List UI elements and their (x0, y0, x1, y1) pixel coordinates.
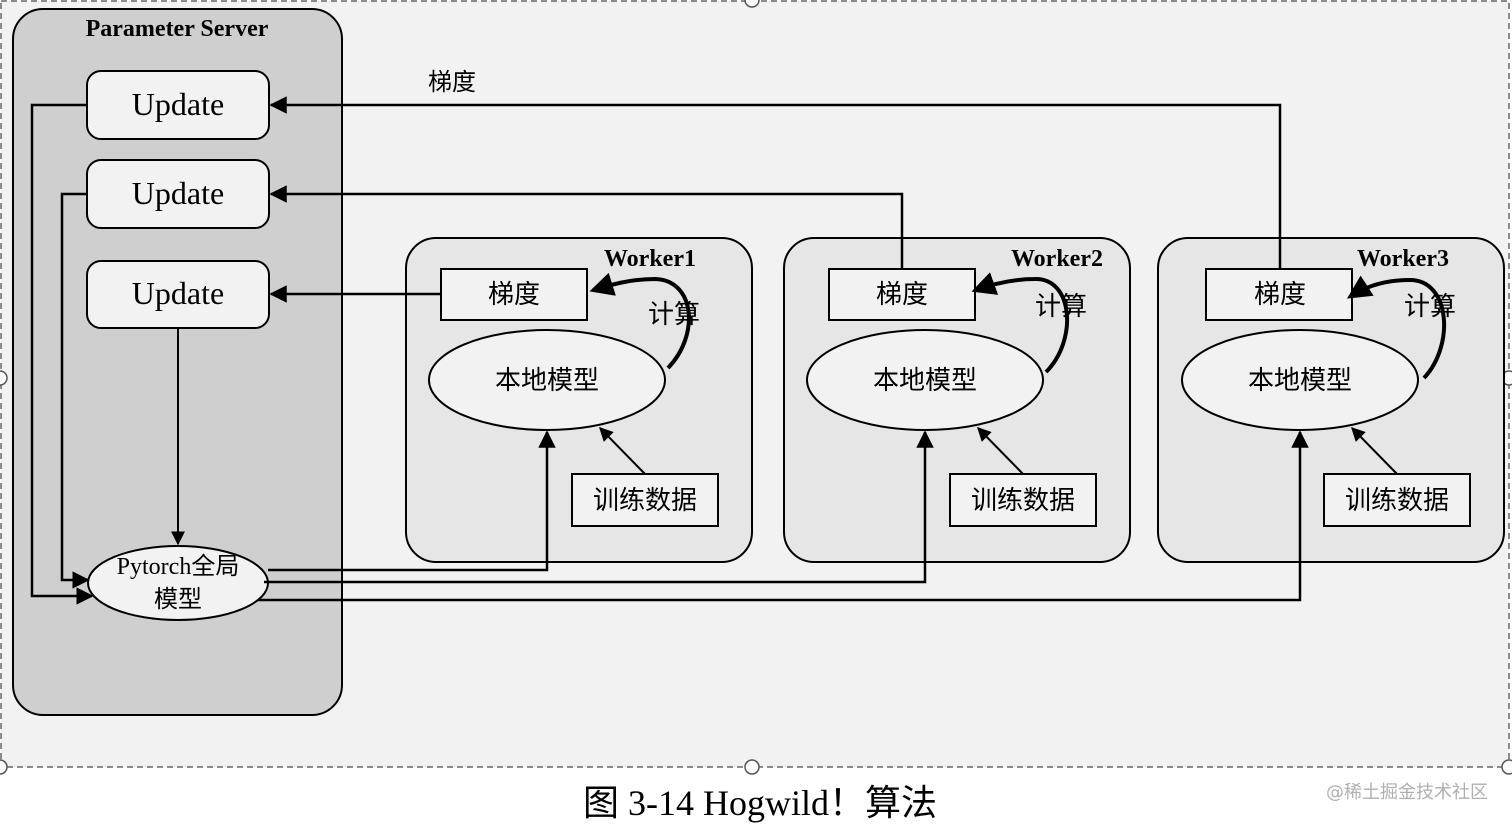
global-to-worker1-arrow (268, 430, 556, 572)
worker2-gradient-to-update2-arrow (269, 185, 904, 269)
worker2-data-to-model-arrow (977, 426, 1024, 475)
worker3-gradient-label: 梯度 (1254, 280, 1306, 309)
worker3-local-model-label: 本地模型 (1248, 366, 1352, 395)
worker2-compute-label: 计算 (1035, 292, 1087, 321)
worker2-title: Worker2 (1011, 246, 1103, 272)
worker3-compute-label: 计算 (1404, 292, 1456, 321)
worker1-gradient-box (440, 268, 588, 321)
worker3-compute-arrow (1346, 275, 1447, 380)
update1-to-global-arrow (30, 103, 94, 605)
parameter-server-title: Parameter Server (86, 16, 269, 42)
worker1-compute-arrow (589, 272, 691, 370)
worker2-gradient-label: 梯度 (876, 280, 928, 309)
worker1-data-to-model-arrow (599, 426, 646, 475)
global-model-label-line1: Pytorch全局 (117, 553, 240, 580)
worker2-training-data-label: 训练数据 (971, 486, 1075, 515)
top-gradient-label: 梯度 (428, 69, 476, 96)
worker3-title: Worker3 (1357, 246, 1449, 272)
update2-to-global-arrow (60, 192, 90, 589)
worker1-local-model-label: 本地模型 (495, 366, 599, 395)
worker1-title: Worker1 (604, 246, 696, 272)
worker1-training-data-label: 训练数据 (593, 486, 697, 515)
watermark: @稀土掘金技术社区 (1326, 782, 1488, 803)
worker2-local-model (806, 329, 1044, 431)
selection-handle-bottom[interactable] (744, 759, 760, 775)
global-to-worker3-arrow (258, 430, 1309, 602)
worker1-local-model (428, 329, 666, 431)
worker3-training-data-label: 训练数据 (1345, 486, 1449, 515)
global-to-worker2-arrow (264, 430, 934, 584)
selection-handle-bottom-right[interactable] (1501, 759, 1512, 775)
update-box-1-label: Update (132, 86, 224, 122)
global-model-label-line2: 模型 (154, 586, 202, 613)
worker2-local-model-label: 本地模型 (873, 366, 977, 395)
worker1-gradient-label: 梯度 (488, 280, 540, 309)
worker1-compute-label: 计算 (648, 300, 700, 329)
worker3-local-model (1181, 329, 1419, 431)
worker2-gradient-box (828, 268, 976, 321)
worker3-data-to-model-arrow (1351, 426, 1398, 475)
update-box-2-label: Update (132, 175, 224, 211)
selection-handle-top[interactable] (744, 0, 760, 8)
worker2-compute-arrow (971, 272, 1070, 374)
selection-handle-bottom-left[interactable] (0, 759, 8, 775)
worker2-training-data-box (949, 473, 1097, 527)
figure-caption: 图 3-14 Hogwild！算法 (583, 783, 937, 823)
worker3-gradient-to-update1-arrow (269, 96, 1282, 269)
selection-handle-left[interactable] (0, 370, 8, 386)
worker1-training-data-box (571, 473, 719, 527)
update-box-3-label: Update (132, 275, 224, 311)
